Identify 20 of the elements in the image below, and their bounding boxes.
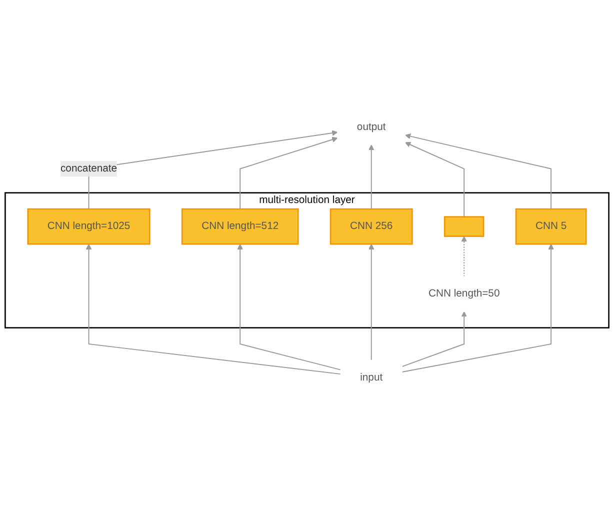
arrow <box>368 144 374 210</box>
node-text: CNN length=50 <box>428 288 500 300</box>
arrow <box>237 244 342 370</box>
arrow <box>240 136 338 210</box>
arrow <box>86 244 342 375</box>
edge-label: concatenate <box>60 162 118 174</box>
arrow <box>402 311 467 368</box>
node-box: CNN 256 <box>330 208 413 245</box>
arrow <box>461 236 467 277</box>
arrow <box>88 130 338 210</box>
node-bar <box>444 216 484 237</box>
node-text: input <box>360 372 383 383</box>
node-box: CNN length=1025 <box>27 208 150 245</box>
arrow <box>368 244 374 361</box>
arrow <box>405 142 465 218</box>
arrow <box>405 133 552 210</box>
node-box: CNN 5 <box>515 208 587 245</box>
arrow <box>402 244 554 372</box>
node-text: output <box>356 121 386 132</box>
node-box: CNN length=512 <box>181 208 299 245</box>
